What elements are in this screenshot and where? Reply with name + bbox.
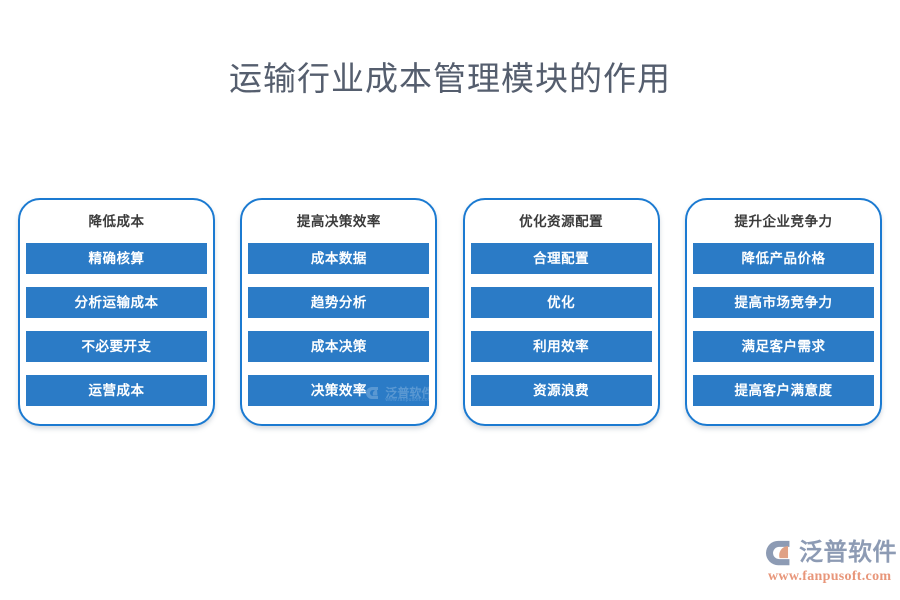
card-item[interactable]: 精确核算 (26, 243, 207, 274)
brand-url: www.fanpusoft.com (768, 569, 892, 584)
brand-logo-row: 泛普软件 (766, 538, 897, 568)
card-enhance-competitiveness[interactable]: 提升企业竞争力 降低产品价格 提高市场竞争力 满足客户需求 提高客户满意度 (684, 198, 882, 426)
card-header: 提高决策效率 (296, 214, 381, 229)
card-item-list: 合理配置 优化 利用效率 资源浪费 (470, 243, 652, 406)
card-item[interactable]: 分析运输成本 (26, 287, 207, 318)
card-item[interactable]: 资源浪费 (470, 375, 652, 406)
brand-watermark: 泛普软件 www.fanpusoft.com (766, 538, 897, 586)
card-item[interactable]: 优化 (470, 287, 652, 318)
card-item[interactable]: 降低产品价格 (692, 243, 874, 274)
card-header: 优化资源配置 (519, 214, 604, 229)
card-item[interactable]: 合理配置 (470, 243, 652, 274)
card-optimize-resource-allocation[interactable]: 优化资源配置 合理配置 优化 利用效率 资源浪费 (462, 198, 660, 426)
card-item[interactable]: 决策效率 (248, 375, 430, 406)
card-item[interactable]: 利用效率 (470, 331, 652, 362)
card-header: 提升企业竞争力 (734, 214, 833, 229)
card-item[interactable]: 满足客户需求 (692, 331, 874, 362)
fanpu-logo-icon (766, 538, 796, 568)
brand-name: 泛普软件 (799, 539, 897, 566)
card-item-list: 精确核算 分析运输成本 不必要开支 运营成本 (26, 243, 207, 406)
card-item[interactable]: 成本数据 (248, 243, 430, 274)
card-item[interactable]: 趋势分析 (248, 287, 430, 318)
card-item[interactable]: 提高市场竞争力 (692, 287, 874, 318)
card-item[interactable]: 不必要开支 (26, 331, 207, 362)
card-header: 降低成本 (88, 214, 145, 229)
card-item-list: 成本数据 趋势分析 成本决策 决策效率 (248, 243, 430, 406)
page-title: 运输行业成本管理模块的作用 (229, 62, 671, 98)
card-item-list: 降低产品价格 提高市场竞争力 满足客户需求 提高客户满意度 (692, 243, 874, 406)
card-reduce-cost[interactable]: 降低成本 精确核算 分析运输成本 不必要开支 运营成本 (18, 198, 215, 426)
card-improve-decision-efficiency[interactable]: 提高决策效率 成本数据 趋势分析 成本决策 决策效率 泛普软件 www.fanp… (240, 198, 438, 426)
card-item[interactable]: 成本决策 (248, 331, 430, 362)
cards-row: 降低成本 精确核算 分析运输成本 不必要开支 运营成本 提高决策效率 成本数据 … (18, 198, 882, 426)
card-item[interactable]: 提高客户满意度 (692, 375, 874, 406)
card-item[interactable]: 运营成本 (26, 375, 207, 406)
